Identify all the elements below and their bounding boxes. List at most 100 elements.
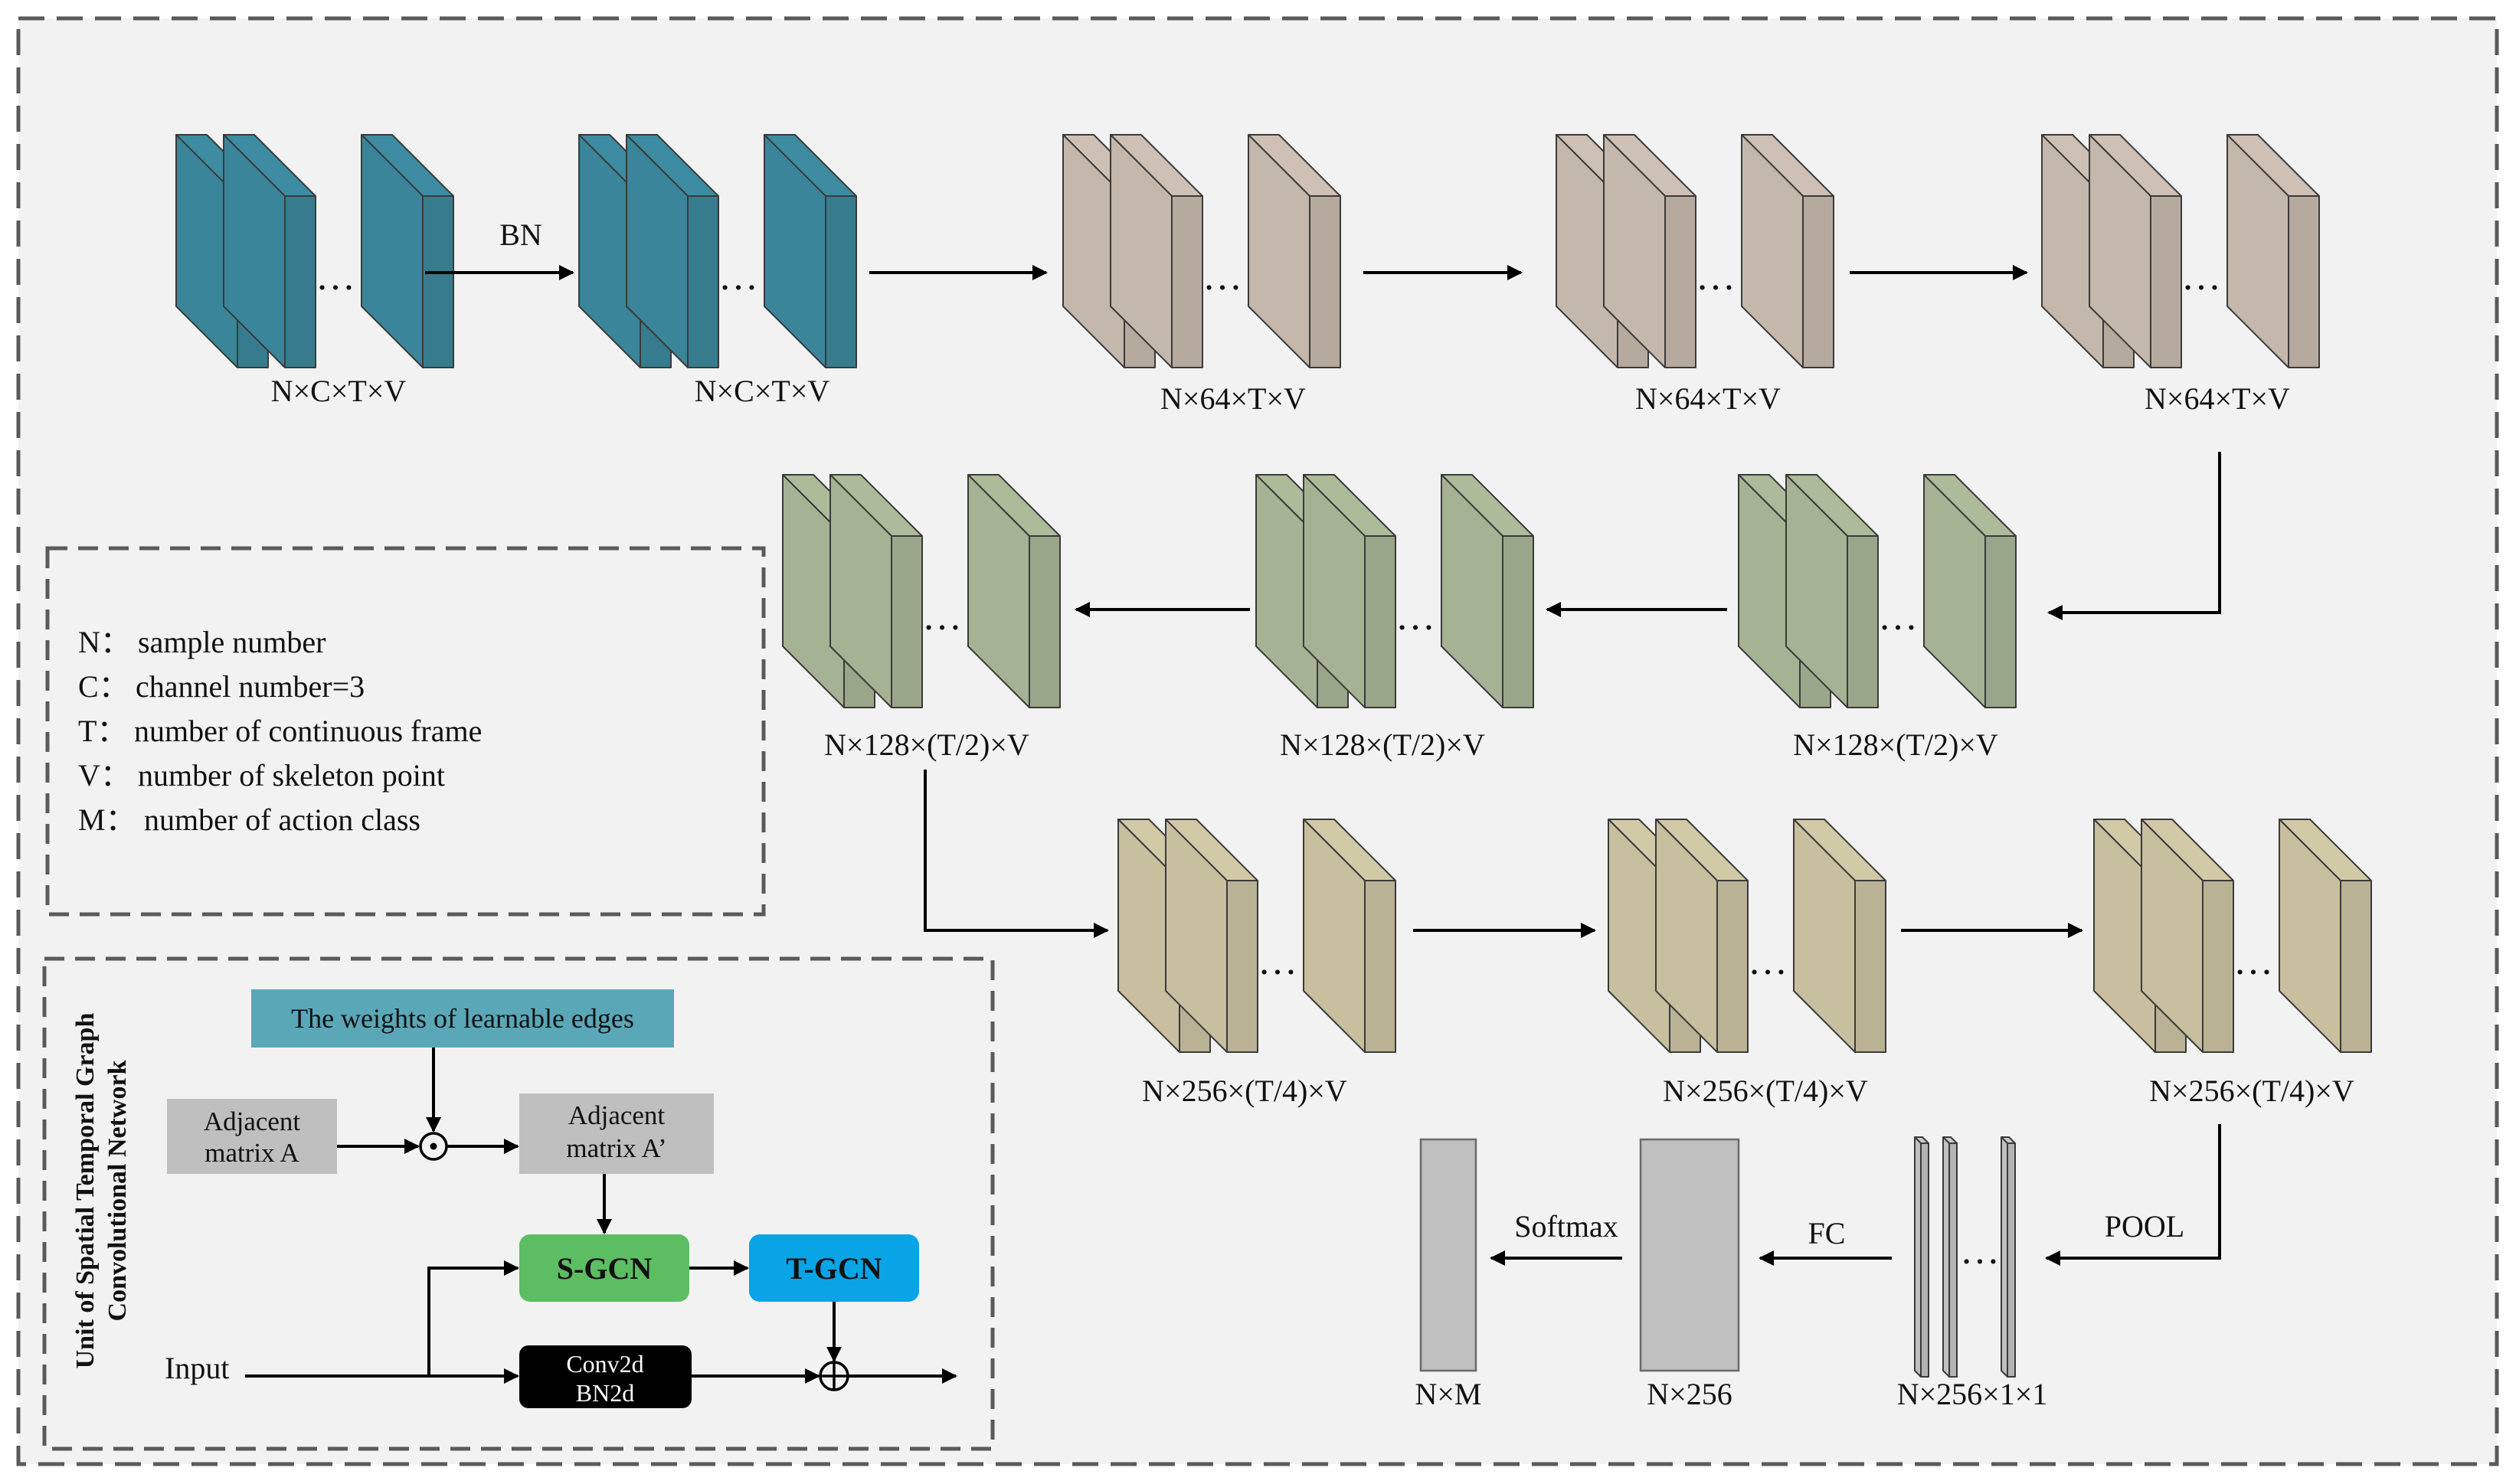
slab-front-face bbox=[1364, 880, 1396, 1053]
fc-label: FC bbox=[1808, 1216, 1846, 1250]
slab-front-face bbox=[1502, 535, 1534, 708]
weights-box bbox=[251, 989, 674, 1048]
legend-symbol: N： bbox=[78, 625, 131, 659]
legend-symbol: T： bbox=[78, 714, 127, 748]
adjacent-a-line1: Adjacent bbox=[204, 1106, 301, 1136]
block-stack: … bbox=[1556, 134, 1834, 368]
legend-frame bbox=[45, 546, 766, 917]
pool-label: POOL bbox=[2105, 1209, 2184, 1244]
unit-title-line1: Unit of Spatial Temporal Graph bbox=[71, 1013, 100, 1369]
legend-text: number of continuous frame bbox=[134, 714, 482, 748]
weights-label: The weights of learnable edges bbox=[291, 1003, 634, 1034]
block-stack: … bbox=[2093, 819, 2372, 1053]
hadamard-product-icon bbox=[419, 1132, 448, 1161]
feature-map-slab bbox=[1303, 474, 1396, 708]
ellipsis-dots: … bbox=[316, 255, 355, 299]
slab-front-face bbox=[1920, 1142, 1929, 1378]
block-stack: … bbox=[175, 134, 454, 368]
feature-map-slab bbox=[2089, 134, 2182, 368]
stage-label: N×C×T×V bbox=[695, 374, 830, 408]
feature-map-slab bbox=[1914, 1136, 1929, 1378]
slab-front-face bbox=[1716, 880, 1749, 1053]
feature-map-slab bbox=[1741, 134, 1834, 368]
legend-text: sample number bbox=[138, 625, 326, 659]
slab-front-face bbox=[1309, 195, 1341, 368]
arrow-pool bbox=[2045, 1124, 2221, 1266]
stage-label: N×64×T×V bbox=[1635, 381, 1781, 416]
slab-front-face bbox=[1854, 880, 1886, 1053]
slab-side-face bbox=[1942, 1136, 1950, 1378]
stage-labels: N×C×T×V N×C×T×V N×64×T×V N×64×T×V N×64×T… bbox=[271, 374, 2354, 1108]
stage-label: N×64×T×V bbox=[1160, 381, 1306, 416]
stage-label: N×C×T×V bbox=[271, 374, 407, 408]
stage-label: N×128×(T/2)×V bbox=[824, 727, 1029, 762]
bn2d-label: BN2d bbox=[576, 1379, 634, 1407]
ellipsis-dots: … bbox=[1696, 255, 1736, 299]
slab-front-face bbox=[2007, 1142, 2016, 1378]
block-stack: … bbox=[1255, 474, 1534, 708]
feature-map-slab bbox=[829, 474, 923, 708]
stage-arrows bbox=[425, 265, 2221, 1266]
unit-frame bbox=[42, 956, 995, 1451]
slab-front-face bbox=[2288, 195, 2320, 368]
slab-front-face bbox=[2202, 880, 2234, 1053]
stage-label: N×128×(T/2)×V bbox=[1793, 727, 1998, 762]
pooled-label: N×256×1×1 bbox=[1897, 1377, 2048, 1411]
adjacent-a-prime-box bbox=[519, 1093, 714, 1174]
slab-front-face bbox=[1847, 535, 1879, 708]
final-output-label: N×M bbox=[1415, 1377, 1481, 1411]
feature-map-slab bbox=[1793, 819, 1886, 1053]
ellipsis-dots: … bbox=[922, 595, 962, 639]
ellipsis-dots: … bbox=[1748, 940, 1788, 983]
ellipsis-dots: … bbox=[718, 255, 758, 299]
feature-map-slab bbox=[2141, 819, 2234, 1053]
slab-side-face bbox=[1914, 1136, 1922, 1378]
slab-front-face bbox=[422, 195, 454, 368]
ellipsis-dots: … bbox=[1878, 595, 1918, 639]
conv2d-label: Conv2d bbox=[566, 1350, 643, 1378]
block-stack: … bbox=[578, 134, 857, 368]
slab-front-face bbox=[1664, 195, 1696, 368]
adjacent-a-prime-line2: matrix A’ bbox=[566, 1133, 666, 1163]
slab-front-face bbox=[2340, 880, 2372, 1053]
ellipsis-dots: … bbox=[1960, 1229, 2000, 1273]
slab-front-face bbox=[1948, 1142, 1958, 1378]
stage-label: N×256×(T/4)×V bbox=[1663, 1074, 1868, 1108]
unit-title: Unit of Spatial Temporal Graph Convoluti… bbox=[71, 1013, 132, 1369]
ellipsis-dots: … bbox=[1202, 255, 1242, 299]
conv2d-bn2d-box bbox=[519, 1345, 692, 1408]
stage-label: N×256×(T/4)×V bbox=[1142, 1074, 1347, 1108]
feature-map-slab bbox=[1303, 819, 1396, 1053]
feature-map-slab bbox=[626, 134, 719, 368]
arrow-down-left bbox=[2047, 452, 2221, 620]
final-output-box bbox=[1419, 1138, 1477, 1372]
slab-front-face bbox=[284, 195, 316, 368]
slab-front-face bbox=[825, 195, 857, 368]
block-stack: … bbox=[1117, 819, 1396, 1053]
feature-map-slab bbox=[1248, 134, 1341, 368]
feature-map-slab bbox=[1923, 474, 2017, 708]
block-stack: … bbox=[2041, 134, 2320, 368]
feature-map-blocks: … … … … … … … … … … … bbox=[175, 134, 2372, 1053]
slab-front-face bbox=[1029, 535, 1061, 708]
pooled-feature-bars bbox=[1914, 1136, 2016, 1378]
feature-map-slab bbox=[1655, 819, 1749, 1053]
legend-symbol: V： bbox=[78, 758, 131, 793]
feature-map-slab bbox=[1110, 134, 1203, 368]
slab-front-face bbox=[1226, 880, 1258, 1053]
legend-text: number of action class bbox=[144, 802, 420, 837]
feature-map-slab bbox=[223, 134, 316, 368]
arrow-labels: BN POOL FC Softmax bbox=[499, 217, 2184, 1250]
block-stack: … bbox=[1738, 474, 2017, 708]
slab-side-face bbox=[2001, 1136, 2008, 1378]
adjacent-a-line2: matrix A bbox=[204, 1138, 299, 1168]
slab-front-face bbox=[1984, 535, 2017, 708]
block-stack: … bbox=[1608, 819, 1886, 1053]
feature-map-slab bbox=[2001, 1136, 2016, 1378]
slab-front-face bbox=[1171, 195, 1203, 368]
legend-text: channel number=3 bbox=[136, 669, 365, 704]
ellipsis-dots: … bbox=[2233, 940, 2273, 983]
stage-label: N×256×(T/4)×V bbox=[2149, 1074, 2354, 1108]
feature-map-slab bbox=[2279, 819, 2372, 1053]
